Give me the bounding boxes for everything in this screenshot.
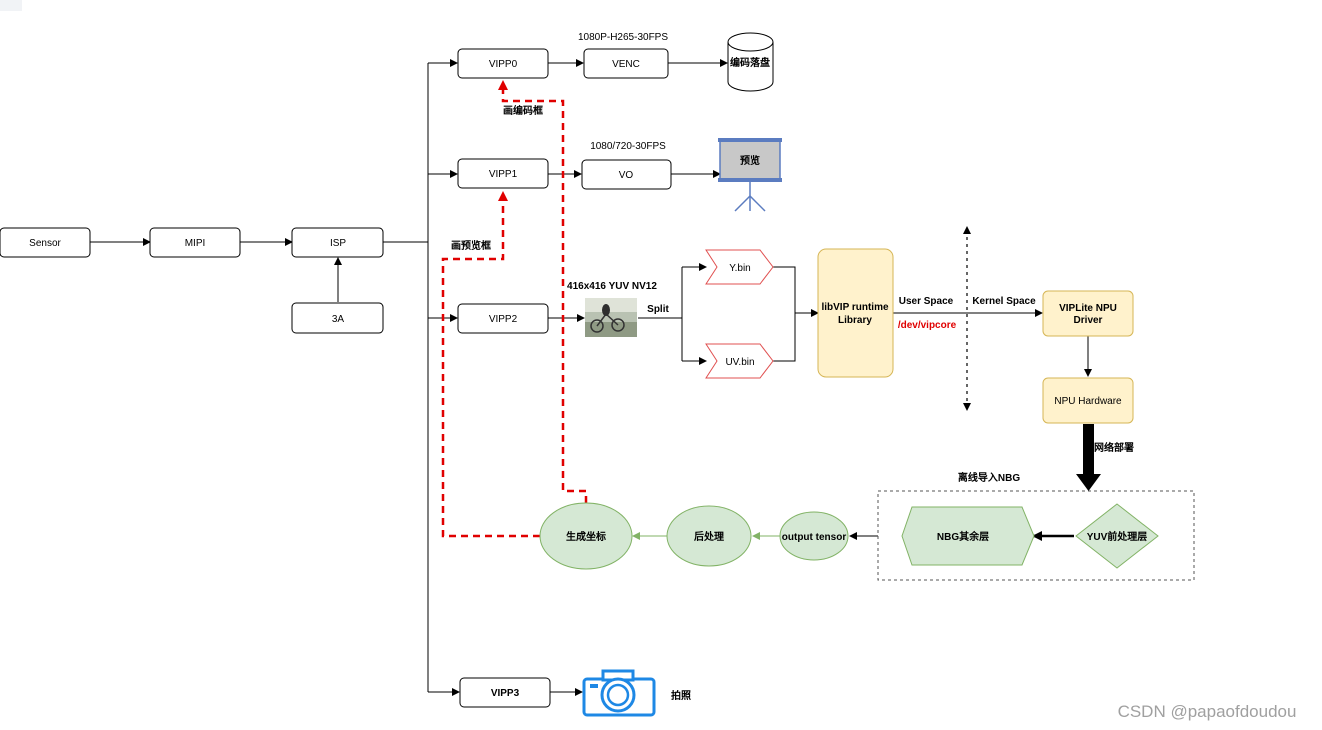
vipp3-box: VIPP3 xyxy=(459,677,551,708)
storage-cylinder: 编码落盘 xyxy=(727,32,774,92)
mipi-label: MIPI xyxy=(185,238,206,249)
viplite-driver-box: VIPLite NPU Driver xyxy=(1042,290,1134,337)
vo-box: VO xyxy=(581,159,672,190)
mipi-box: MIPI xyxy=(149,227,241,258)
npu-hardware-label: NPU Hardware xyxy=(1054,396,1122,407)
draw-preview-box-label: 画预览框 xyxy=(451,239,491,252)
dev-vipcore-label: /dev/vipcore xyxy=(898,320,957,331)
venc-label: VENC xyxy=(612,59,640,70)
user-kernel-divider xyxy=(963,226,971,411)
draw-encode-box-label: 画编码框 xyxy=(503,104,543,117)
three-a-box: 3A xyxy=(291,302,384,334)
y-bin-label: Y.bin xyxy=(729,263,751,274)
offline-nbg-container xyxy=(877,490,1195,581)
storage-label: 编码落盘 xyxy=(730,56,770,69)
csdn-watermark: CSDN @papaofdoudou xyxy=(1118,702,1297,721)
vipp2-box: VIPP2 xyxy=(457,303,549,334)
nbg-rest-label: NBG其余层 xyxy=(937,530,989,543)
libvip-label-line2: Library xyxy=(838,315,872,326)
vipp0-box: VIPP0 xyxy=(457,48,549,79)
user-space-label: User Space xyxy=(899,296,954,307)
output-tensor-node: output tensor xyxy=(779,511,849,561)
uv-bin-label: UV.bin xyxy=(725,357,754,368)
venc-box: VENC xyxy=(583,48,669,79)
viplite-label-line2: Driver xyxy=(1074,315,1103,326)
vipp0-label: VIPP0 xyxy=(489,59,518,70)
libvip-label-line1: libVIP runtime xyxy=(821,302,888,313)
camera-icon xyxy=(582,669,656,717)
viplite-label-line1: VIPLite NPU xyxy=(1059,303,1117,314)
projector-screen-icon: 预览 xyxy=(718,138,782,212)
sensor-box: Sensor xyxy=(0,227,91,258)
libvip-runtime-box: libVIP runtime Library xyxy=(817,248,894,378)
network-deploy-arrow xyxy=(1076,424,1101,491)
yuv-preprocess-diamond: YUV前处理层 xyxy=(1075,503,1159,569)
post-process-node: 后处理 xyxy=(666,505,752,567)
kernel-space-label: Kernel Space xyxy=(972,296,1036,307)
offline-nbg-label: 离线导入NBG xyxy=(958,471,1020,484)
post-process-label: 后处理 xyxy=(694,530,724,543)
vipp2-label: VIPP2 xyxy=(489,314,518,325)
preview-label: 预览 xyxy=(740,154,760,167)
isp-label: ISP xyxy=(330,238,346,249)
isp-box: ISP xyxy=(291,227,384,258)
overlay-paths xyxy=(441,80,588,538)
vo-label: VO xyxy=(619,170,634,181)
network-deploy-label: 网络部署 xyxy=(1094,441,1134,454)
yuv-frame-thumbnail xyxy=(585,298,637,337)
y-bin-shape: Y.bin xyxy=(705,249,774,285)
corner-tab xyxy=(0,0,22,11)
yuv-preprocess-label: YUV前处理层 xyxy=(1087,530,1148,543)
vo-spec-label: 1080/720-30FPS xyxy=(590,141,666,152)
vipp1-box: VIPP1 xyxy=(457,158,549,189)
split-label: Split xyxy=(647,304,669,315)
gen-coords-label: 生成坐标 xyxy=(566,530,606,543)
uv-bin-shape: UV.bin xyxy=(705,343,774,379)
venc-spec-label: 1080P-H265-30FPS xyxy=(578,32,668,43)
vipp3-label: VIPP3 xyxy=(491,688,520,699)
sensor-label: Sensor xyxy=(29,238,61,249)
vipp1-label: VIPP1 xyxy=(489,169,518,180)
connectors xyxy=(90,59,1092,696)
three-a-label: 3A xyxy=(332,314,345,325)
photo-label: 拍照 xyxy=(671,689,691,702)
nbg-rest-shape: NBG其余层 xyxy=(901,506,1035,566)
output-tensor-label: output tensor xyxy=(782,532,847,543)
yuv-spec-label: 416x416 YUV NV12 xyxy=(567,281,657,292)
npu-hardware-box: NPU Hardware xyxy=(1042,377,1134,424)
gen-coords-node: 生成坐标 xyxy=(539,502,633,570)
